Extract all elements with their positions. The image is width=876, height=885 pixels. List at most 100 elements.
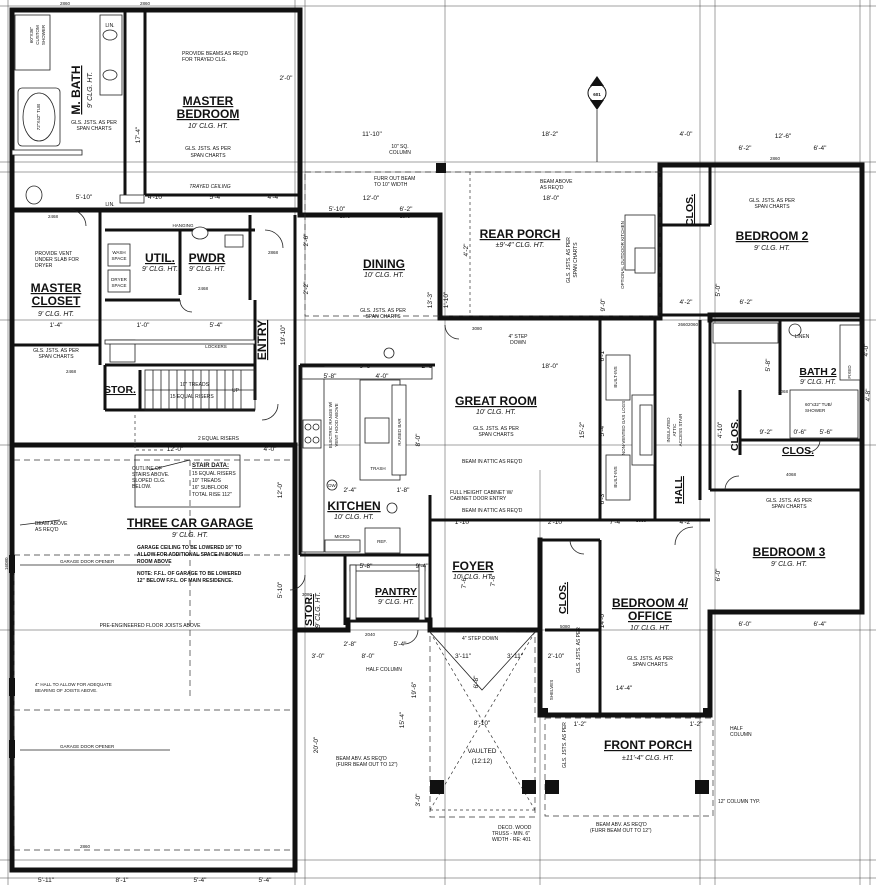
master-bath-fixtures [11,14,145,205]
dim-w: 4'-2" [680,299,694,306]
dim-ac: 1'-10" [455,519,472,526]
master-closet-label-1: MASTER [31,281,82,295]
dim-aq: 2'-10" [548,653,565,660]
note-beam-garage-2: AS REQ'D [35,527,59,533]
note-dryer-2: SPACE [112,283,127,288]
dim-ax: 5'-4" [194,877,208,884]
note-fixed: FIXED [847,365,852,379]
linen-label: LINEN [795,334,810,340]
note-furr-2: TO 10" WIDTH [374,182,408,188]
dim-v22: 0'-6" [794,429,808,436]
lin2-label: LIN. [105,202,114,208]
rear-porch [304,163,661,317]
tag-2: 2860 [140,1,151,6]
note-beam-rear-2: AS REQ'D [540,185,564,191]
dim-ao: 3'-11" [455,653,472,660]
dim-av: 5'-11" [38,877,55,884]
bedroom4-label-1: BEDROOM 4/ [612,596,689,610]
note-vent-3: DRYER [35,263,53,269]
note-bed4-span: SPAN CHARTS [632,662,668,668]
dim-x: 6'-2" [740,299,754,306]
dim-v24: 7'-6" [490,573,497,587]
dim-n: 4'-4" [268,194,282,201]
note-beam-porch-2: (FURR BEAM OUT TO 12") [336,762,398,768]
note-step-rear-1: 4" STEP [508,334,528,340]
front-porch [429,631,714,818]
dim-v21: 5'-6" [820,429,834,436]
front-porch-clg: ±11'-4" CLG. HT. [622,755,674,762]
note-beams-2: FOR TRAYED CLG. [182,57,227,63]
util-clg: 9' CLG. HT. [142,266,178,273]
tag-5: 2468 [48,214,59,219]
clos-bath-label: CLOS. [729,419,741,451]
note-bed2-joists: GLS. JSTS. AS PER [749,198,795,204]
stor-lower-label: STOR. [303,594,315,626]
note-outdoor-kitchen: OPTIONAL OUTDOOR KITCHEN [620,221,625,289]
entry-label: ENTRY [255,320,269,360]
master-bedroom-label-1: MASTER [183,94,234,108]
note-dw: DW [328,483,336,488]
note-truss-2: TRUSS - MIN. 6" [492,831,530,837]
note-tubshower-1: 60"x32" TUB/ [805,402,833,407]
dim-al: 2'-8" [344,641,358,648]
dim-v23: 6'-8" [473,675,480,689]
dim-v2: 13'-3" [427,291,434,308]
note-shower-2: CUSTOM [35,25,40,45]
bedroom3-clg: 9' CLG. HT. [771,561,807,568]
dim-v3: 8'-0" [415,433,422,447]
dim-m: 5'-4" [210,194,224,201]
note-vent-2: UNDER SLAB FOR [35,257,79,263]
dim-v1: 19'-10" [280,324,287,345]
tag-7: 2468 [66,369,77,374]
clos-hall-label: CLOS. [782,445,814,457]
dim-ap: 3'-11" [507,653,524,660]
note-beams-1: PROVIDE BEAMS AS REQ'D [182,51,248,57]
note-furr-1: FURR OUT BEAM [374,176,415,182]
note-foyer-joists: GLS. JSTS. AS PER [576,627,582,673]
note-gas-logs: NON-VENTED GAS LOGS [621,401,626,455]
master-closet-clg: 9' CLG. HT. [38,311,74,318]
note-beam-attic-2: BEAM IN ATTIC AS REQ'D [462,508,523,514]
dim-v: 4'-0" [376,373,390,380]
note-beam-porch-1: BEAM ABV. AS REQ'D [336,756,387,762]
note-range-2: VENT HOOD ABOVE [334,403,339,446]
note-micro: MICRO [335,534,350,539]
note-dryer-1: DRYER [111,277,127,282]
note-vent-1: PROVIDE VENT [35,251,72,257]
dimensions: 11'-10" 18'-2" 4'-0" 12'-6" 6'-2" 6'-4" … [38,75,872,884]
tag-19: 16080 [4,557,9,570]
bath2-clg: 9' CLG. HT. [800,379,836,386]
bedroom3-label: BEDROOM 3 [753,545,826,559]
note-mb-span: SPAN CHARTS [190,153,226,159]
fireplace [605,354,655,501]
section-marker [587,76,607,162]
dim-d: 12'-6" [775,133,792,140]
dim-v10: 9'-0" [600,298,607,312]
note-porch-joists: GLS. JSTS. AS PER [562,722,568,768]
note-dining-span: SPAN CHARTS [365,314,401,320]
note-stair-title: STAIR DATA: [192,463,229,469]
note-gr-joists: GLS. JSTS. AS PER [473,426,519,432]
dim-v9: 14'-0" [599,611,606,628]
bedroom2-label: BEDROOM 2 [736,229,809,243]
dim-v5: 5'-10" [277,581,284,598]
tag-18: 2860 [80,844,91,849]
note-half-col-2: HALF [730,726,743,732]
pantry-clg: 9' CLG. HT. [378,599,414,606]
note-stair-2: 10" TREADS [192,478,222,484]
dim-v28: 5'-8" [765,358,772,372]
note-mbath-span: SPAN CHARTS [76,126,112,132]
note-risers: 15 EQUAL RISERS [170,394,214,400]
dim-g: 12'-0" [363,195,380,202]
note-step-foyer: 4" STEP DOWN [462,636,499,642]
kitchen-label: KITCHEN [327,499,380,513]
note-shower-1: 60"X36" [29,26,34,43]
dim-v19: 6'-3" [599,491,606,505]
note-attic-3: ACCESS STAIR [678,413,683,446]
note-up: UP [232,388,240,394]
note-rp-span: SPAN CHARTS [573,242,579,278]
note-truss-3: WIDTH - RE: 401 [492,837,531,843]
note-truss-1: DECO. WOOD [498,825,532,831]
note-shower-3: SHOWER [41,24,46,45]
